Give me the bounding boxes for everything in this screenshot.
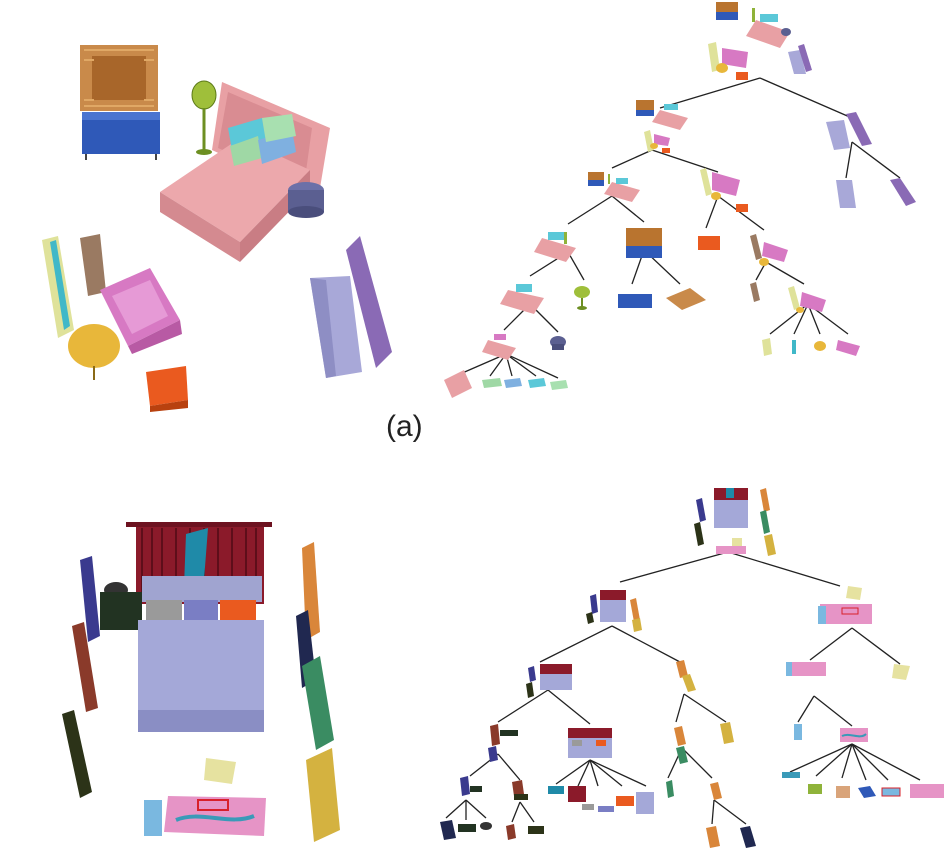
scene-b-wardrobes-left [62,556,100,798]
tree-b-node-3e [794,724,802,740]
scene-a-armchair [100,268,182,354]
tree-a-node-5b [550,336,566,350]
tree-a-node-bench [836,180,856,208]
scene-a-floor-lamp [191,80,217,155]
scene-b-bed [138,576,264,732]
tree-b-node-4e [582,804,594,810]
tree-a-node-6a [444,370,472,398]
tree-b-node-1b [818,586,872,624]
scene-b-bedroom [62,522,340,842]
tree-b-node-4p [910,784,944,798]
tree-b-node-4k [782,772,800,778]
scene-a-bed [160,82,330,262]
tree-a-node-6c [504,378,522,388]
scene-a-nightstand [288,182,324,218]
tree-b-node-3a [488,724,518,762]
scene-a-blue-cabinet [82,112,160,160]
tree-a-node-6b [482,378,502,388]
tree-b-node-4d [568,786,586,802]
tree-b-node-4g [616,796,634,806]
tree-b-nodes [440,488,944,848]
tree-b-node-4j [710,782,722,800]
tree-a-nodes [444,2,916,398]
tree-b-node-4i [666,780,674,798]
tree-a-node-6e [550,380,568,390]
tree-a-node-5d [792,340,796,354]
tree-b-node-2c [786,662,826,676]
tree-a-node-3b [626,228,662,258]
tree-b-node-4f [598,806,614,812]
scene-a-bedroom [42,45,392,412]
tree-a-node-3a [534,232,576,262]
tree-b-node-4a [460,776,482,796]
tree-a-node-4a [500,284,544,314]
tree-a-node-5e [814,341,826,351]
scene-b-nightstand [100,582,142,630]
tree-a-node-1a [636,100,688,153]
tree-b-node-5d [506,824,516,840]
tree-a-node-4d [666,288,706,310]
tree-b-node-2d [892,664,910,680]
tree-b-edges [445,551,921,825]
tree-b-node-3f [840,728,868,742]
scene-a-brown-panel [80,234,106,296]
tree-a-node-5f [836,340,860,356]
tree-b-node-2a [526,664,572,698]
tree-b-node-3c [674,726,688,764]
scene-a-tall-cabinet [42,236,74,338]
tree-b-node-4l [808,784,822,794]
tree-b-node-root [694,488,776,556]
scene-b-wardrobes-right [296,542,340,842]
tree-b-node-3d [720,722,734,744]
tree-b-node-4m [836,786,850,798]
tree-b-node-5c [480,822,492,830]
scene-a-round-table [68,324,120,380]
tree-a-edges [459,77,901,379]
scene-a-bench [310,276,362,378]
tree-a-node-4b [574,286,590,310]
tree-b-node-3b [568,728,612,758]
tree-a-node-5c [762,338,772,356]
tree-b [440,488,944,848]
tree-a-node-2a [588,172,640,202]
tree-a-node-4e [750,282,760,302]
scene-a-orange-stool [146,366,188,412]
tree-b-node-5a [440,820,456,840]
tree-a-node-2b [700,168,748,212]
tree-b-node-4c [548,786,564,794]
scene-b-desk [144,758,266,836]
tree-a-node-3d [750,234,788,266]
scene-a-purple-board [346,236,392,368]
tree-b-node-4o [881,787,901,797]
tree-b-node-2b [676,660,696,692]
tree-a-node-4c [618,294,652,308]
tree-b-node-5g [740,826,756,848]
tree-b-node-5b [458,824,476,832]
tree-b-node-5e [528,826,544,834]
tree-a [444,2,916,398]
tree-b-node-5f [706,826,720,848]
tree-a-node-1b [826,112,872,150]
tree-b-node-4b [512,780,528,800]
tree-b-node-4n [858,786,876,798]
tree-a-node-4f [788,286,826,313]
tree-a-node-5a [482,334,516,360]
tree-a-node-6d [528,378,546,388]
tree-b-node-1a [586,590,642,632]
tree-a-node-root [708,2,812,80]
tree-a-node-board [890,178,916,206]
caption-a: (a) [386,410,423,443]
tree-b-node-4h [636,792,654,814]
scene-a-folding-screen [80,45,158,111]
tree-a-node-3c [698,236,720,250]
